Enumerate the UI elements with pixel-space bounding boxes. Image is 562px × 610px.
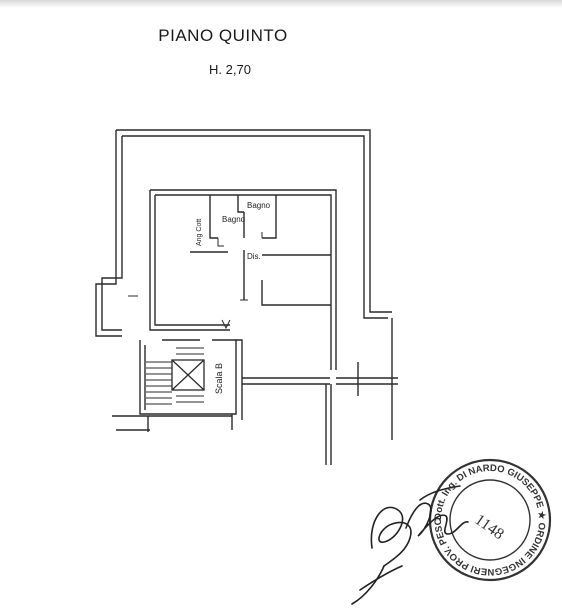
stair-treads [146, 347, 204, 405]
door-marks [128, 232, 263, 330]
room-label-ang-cott: Ang Cott [196, 219, 203, 246]
svg-text:Dott. Ing. DI NARDO GIUSEPPE ★: Dott. Ing. DI NARDO GIUSEPPE ★ ORDINE IN… [0, 42, 547, 577]
room-label-bagno-left: Bagno [222, 215, 246, 224]
elevator-shaft [171, 359, 205, 391]
stamp-ring-text: Dott. Ing. DI NARDO GIUSEPPE ★ ORDINE IN… [0, 42, 547, 577]
stamp-number: 1148 [471, 511, 506, 543]
floor-title: PIANO QUINTO [158, 26, 288, 45]
walls [95, 129, 398, 465]
room-label-scala: Scala B [214, 363, 224, 394]
ceiling-height-label: H. 2,70 [209, 62, 251, 77]
room-label-bagno-right: Bagno [247, 201, 271, 210]
engineer-stamp: Dott. Ing. DI NARDO GIUSEPPE ★ ORDINE IN… [0, 42, 552, 582]
page-top-shadow [0, 0, 562, 8]
signature [351, 485, 469, 605]
room-label-dis: Dis. [247, 252, 261, 261]
